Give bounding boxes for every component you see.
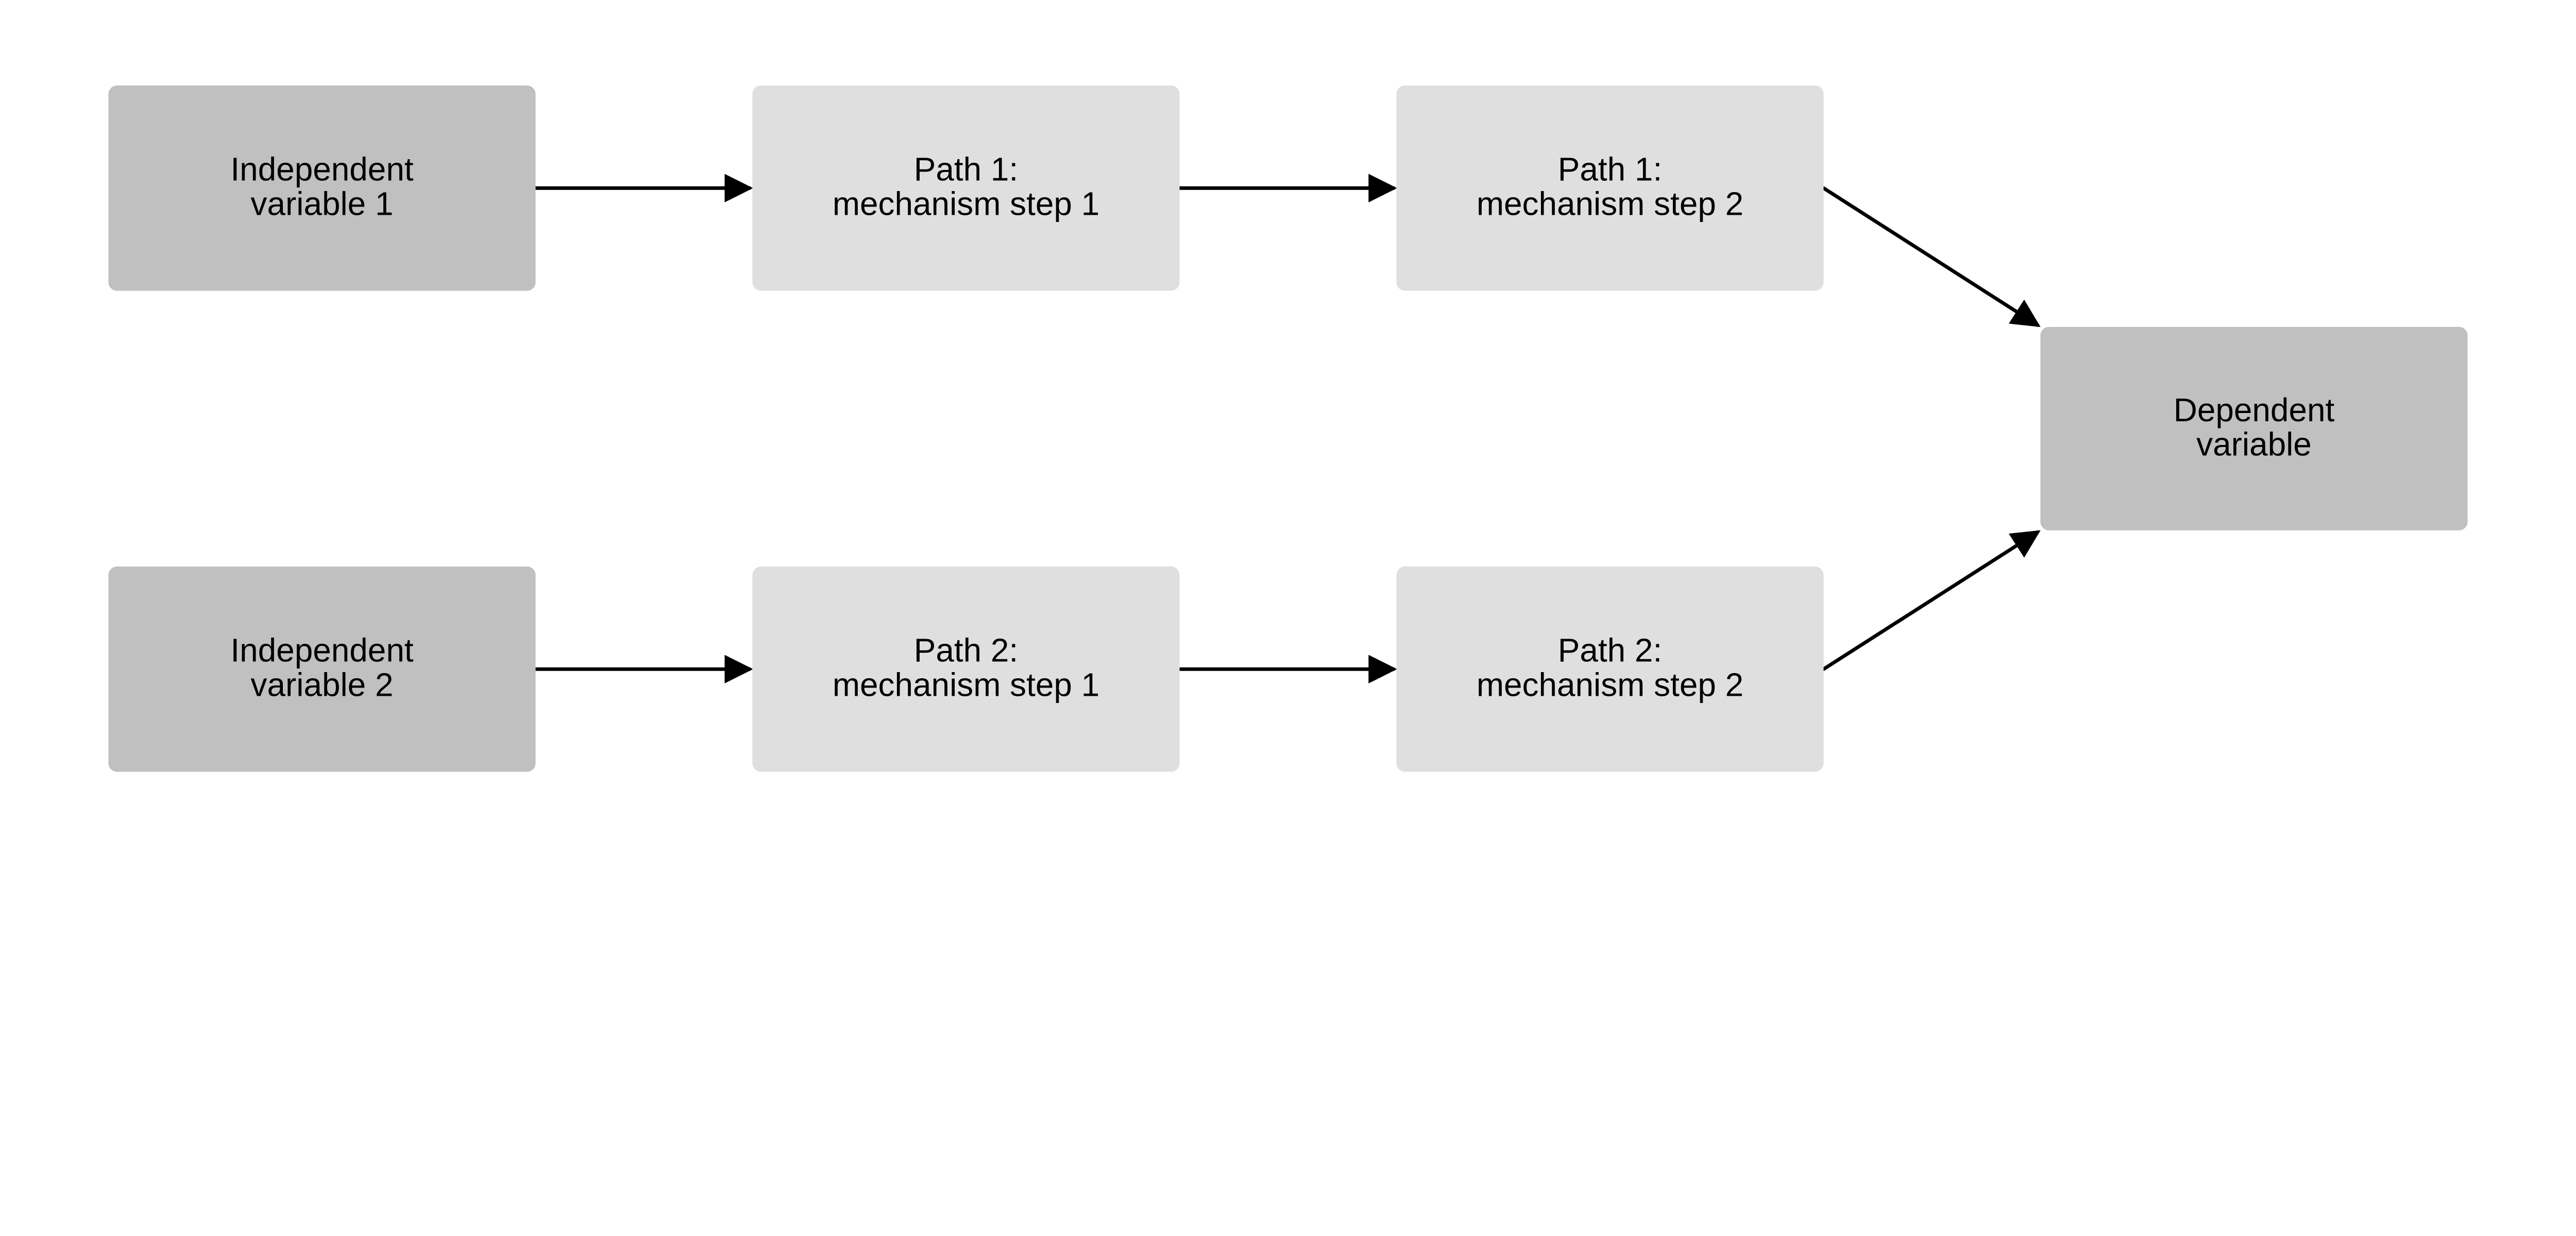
node-path1-step1: Path 1: mechanism step 1 (752, 85, 1180, 291)
path-diagram: Independent variable 1 Path 1: mechanism… (108, 85, 2468, 772)
node-path1-step2: Path 1: mechanism step 2 (1396, 85, 1824, 291)
node-label-line1: Path 1: (914, 151, 1018, 188)
node-label-line1: Path 2: (914, 632, 1018, 669)
node-independent-variable-2: Independent variable 2 (108, 566, 536, 772)
node-label-line2: variable 2 (251, 666, 394, 703)
node-label-line2: variable (2196, 426, 2312, 463)
node-path2-step2: Path 2: mechanism step 2 (1396, 566, 1824, 772)
node-label-line1: Independent (230, 151, 413, 188)
node-label-line1: Path 2: (1558, 632, 1662, 669)
node-label-line1: Path 1: (1558, 151, 1662, 188)
node-path2-step1: Path 2: mechanism step 1 (752, 566, 1180, 772)
node-dependent-variable: Dependent variable (2040, 327, 2468, 530)
node-independent-variable-1: Independent variable 1 (108, 85, 536, 291)
node-label-line2: mechanism step 2 (1477, 185, 1743, 222)
node-label-line2: mechanism step 2 (1477, 666, 1743, 703)
node-label-line1: Dependent (2174, 391, 2335, 428)
node-label-line1: Independent (230, 632, 413, 669)
node-label-line2: mechanism step 1 (833, 666, 1099, 703)
arrow-path1-step2-to-dv (1822, 186, 2041, 327)
arrow-path2-step2-to-dv (1822, 530, 2041, 671)
node-label-line2: mechanism step 1 (833, 185, 1099, 222)
node-label-line2: variable 1 (251, 185, 394, 222)
